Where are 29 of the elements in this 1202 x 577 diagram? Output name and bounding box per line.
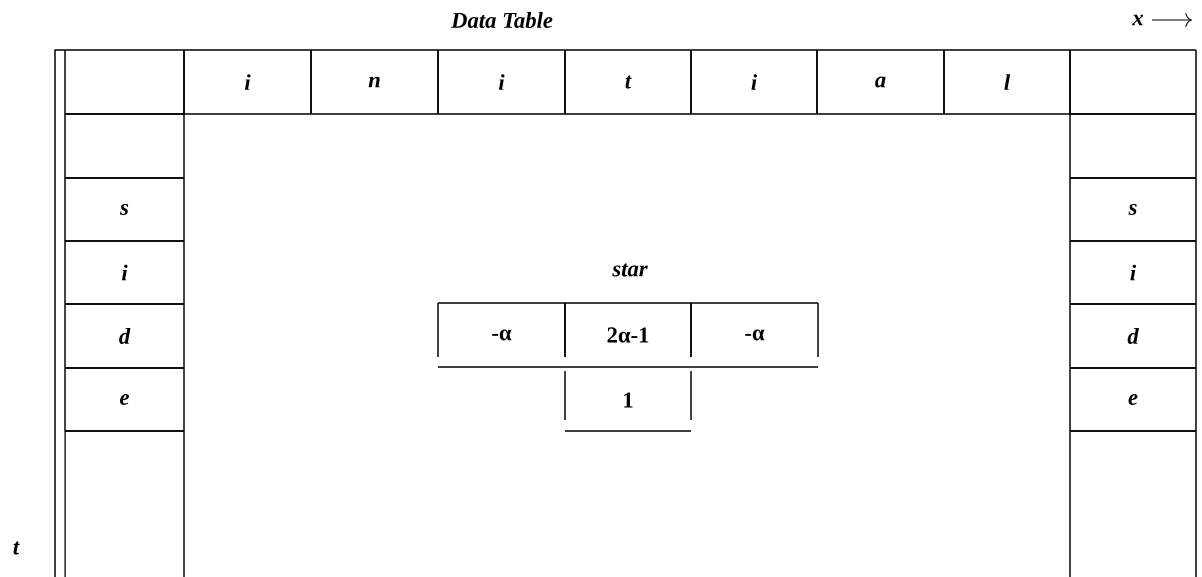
table-cell: i bbox=[183, 49, 312, 115]
table-cell: a bbox=[816, 49, 945, 115]
table-cell bbox=[1069, 113, 1197, 179]
table-cell: l bbox=[943, 49, 1071, 115]
stencil-cell: -α bbox=[437, 302, 566, 368]
table-cell: i bbox=[690, 49, 818, 115]
table-cell: e bbox=[1069, 367, 1197, 432]
table-cell bbox=[1069, 430, 1197, 577]
table-cell bbox=[64, 113, 185, 179]
table-cell: i bbox=[1069, 240, 1197, 305]
table-cell: s bbox=[1069, 177, 1197, 242]
table-cell: e bbox=[64, 367, 185, 432]
table-cell: d bbox=[64, 303, 185, 369]
stencil-cell: -α bbox=[690, 302, 819, 368]
table-cell bbox=[1069, 49, 1197, 115]
stencil-cell: 2α-1 bbox=[564, 302, 692, 368]
table-cell: s bbox=[64, 177, 185, 242]
table-cell: n bbox=[310, 49, 439, 115]
table-cell: i bbox=[64, 240, 185, 305]
table-cell: i bbox=[437, 49, 566, 115]
table-cell: t bbox=[564, 49, 692, 115]
stencil-cell: 1 bbox=[564, 370, 692, 432]
table-cell bbox=[64, 49, 185, 115]
axis-label: x bbox=[1132, 14, 1144, 26]
title: Data Table bbox=[450, 12, 553, 28]
table-cell: d bbox=[1069, 303, 1197, 369]
stencil-label: star bbox=[612, 263, 648, 277]
axis-label: t bbox=[13, 541, 20, 555]
table-cell bbox=[64, 430, 185, 577]
